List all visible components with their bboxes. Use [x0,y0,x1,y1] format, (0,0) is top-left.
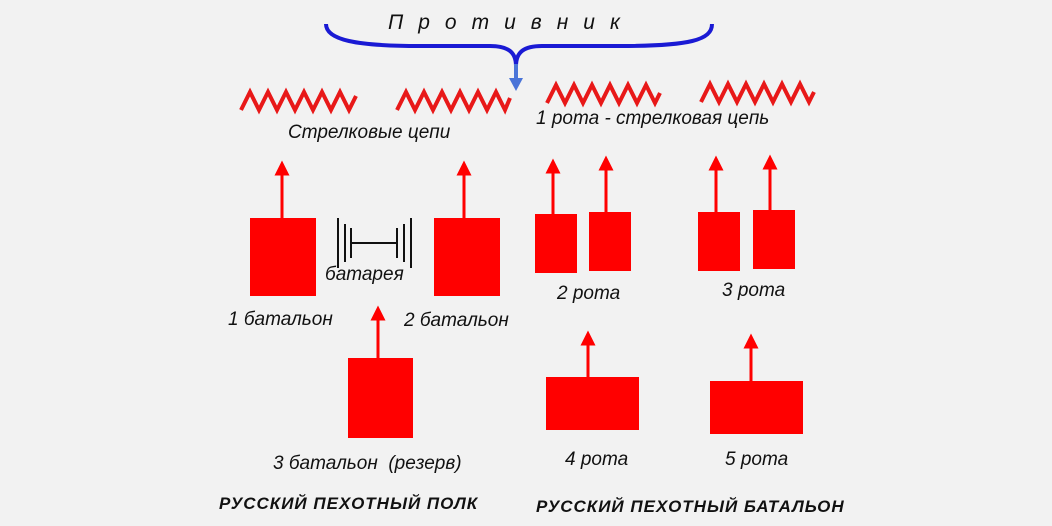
rifle-chain-zigzag-2 [395,87,512,115]
company-4-label: 4 рота [565,449,629,470]
battalion-2-block [434,218,500,296]
battalion-2-label: 2 батальон [404,310,509,331]
enemy-label: Противник [388,11,635,34]
battalion-3-block [348,358,413,438]
company-rifle-chain-label: 1 рота - стрелковая цепь [536,108,770,129]
rifle-chains-label: Стрелковые цепи [288,122,451,143]
company-3-label: 3 рота [722,280,786,301]
battalion-caption: РУССКИЙ ПЕХОТНЫЙ БАТАЛЬОН [536,497,845,516]
battery-symbol [337,218,412,268]
battery-label: батарея [325,264,404,285]
company-2a-block [535,214,577,273]
brace-arrow-head [509,78,523,91]
company-5-label: 5 рота [725,449,789,470]
rifle-chain-zigzag-3 [545,80,662,108]
company-3a-block [698,212,740,271]
company-2-label: 2 рота [557,283,621,304]
rifle-chain-zigzag-4 [699,79,816,107]
battalion-1-label: 1 батальон [228,309,333,330]
company-4-block [546,377,639,430]
battalion-3-label: 3 батальон (резерв) [273,453,462,474]
battalion-1-block [250,218,316,296]
rifle-chain-zigzag-1 [239,87,358,115]
regiment-caption: РУССКИЙ ПЕХОТНЫЙ ПОЛК [219,494,479,513]
company-2b-block [589,212,631,271]
company-3b-block [753,210,795,269]
company-5-block [710,381,803,434]
